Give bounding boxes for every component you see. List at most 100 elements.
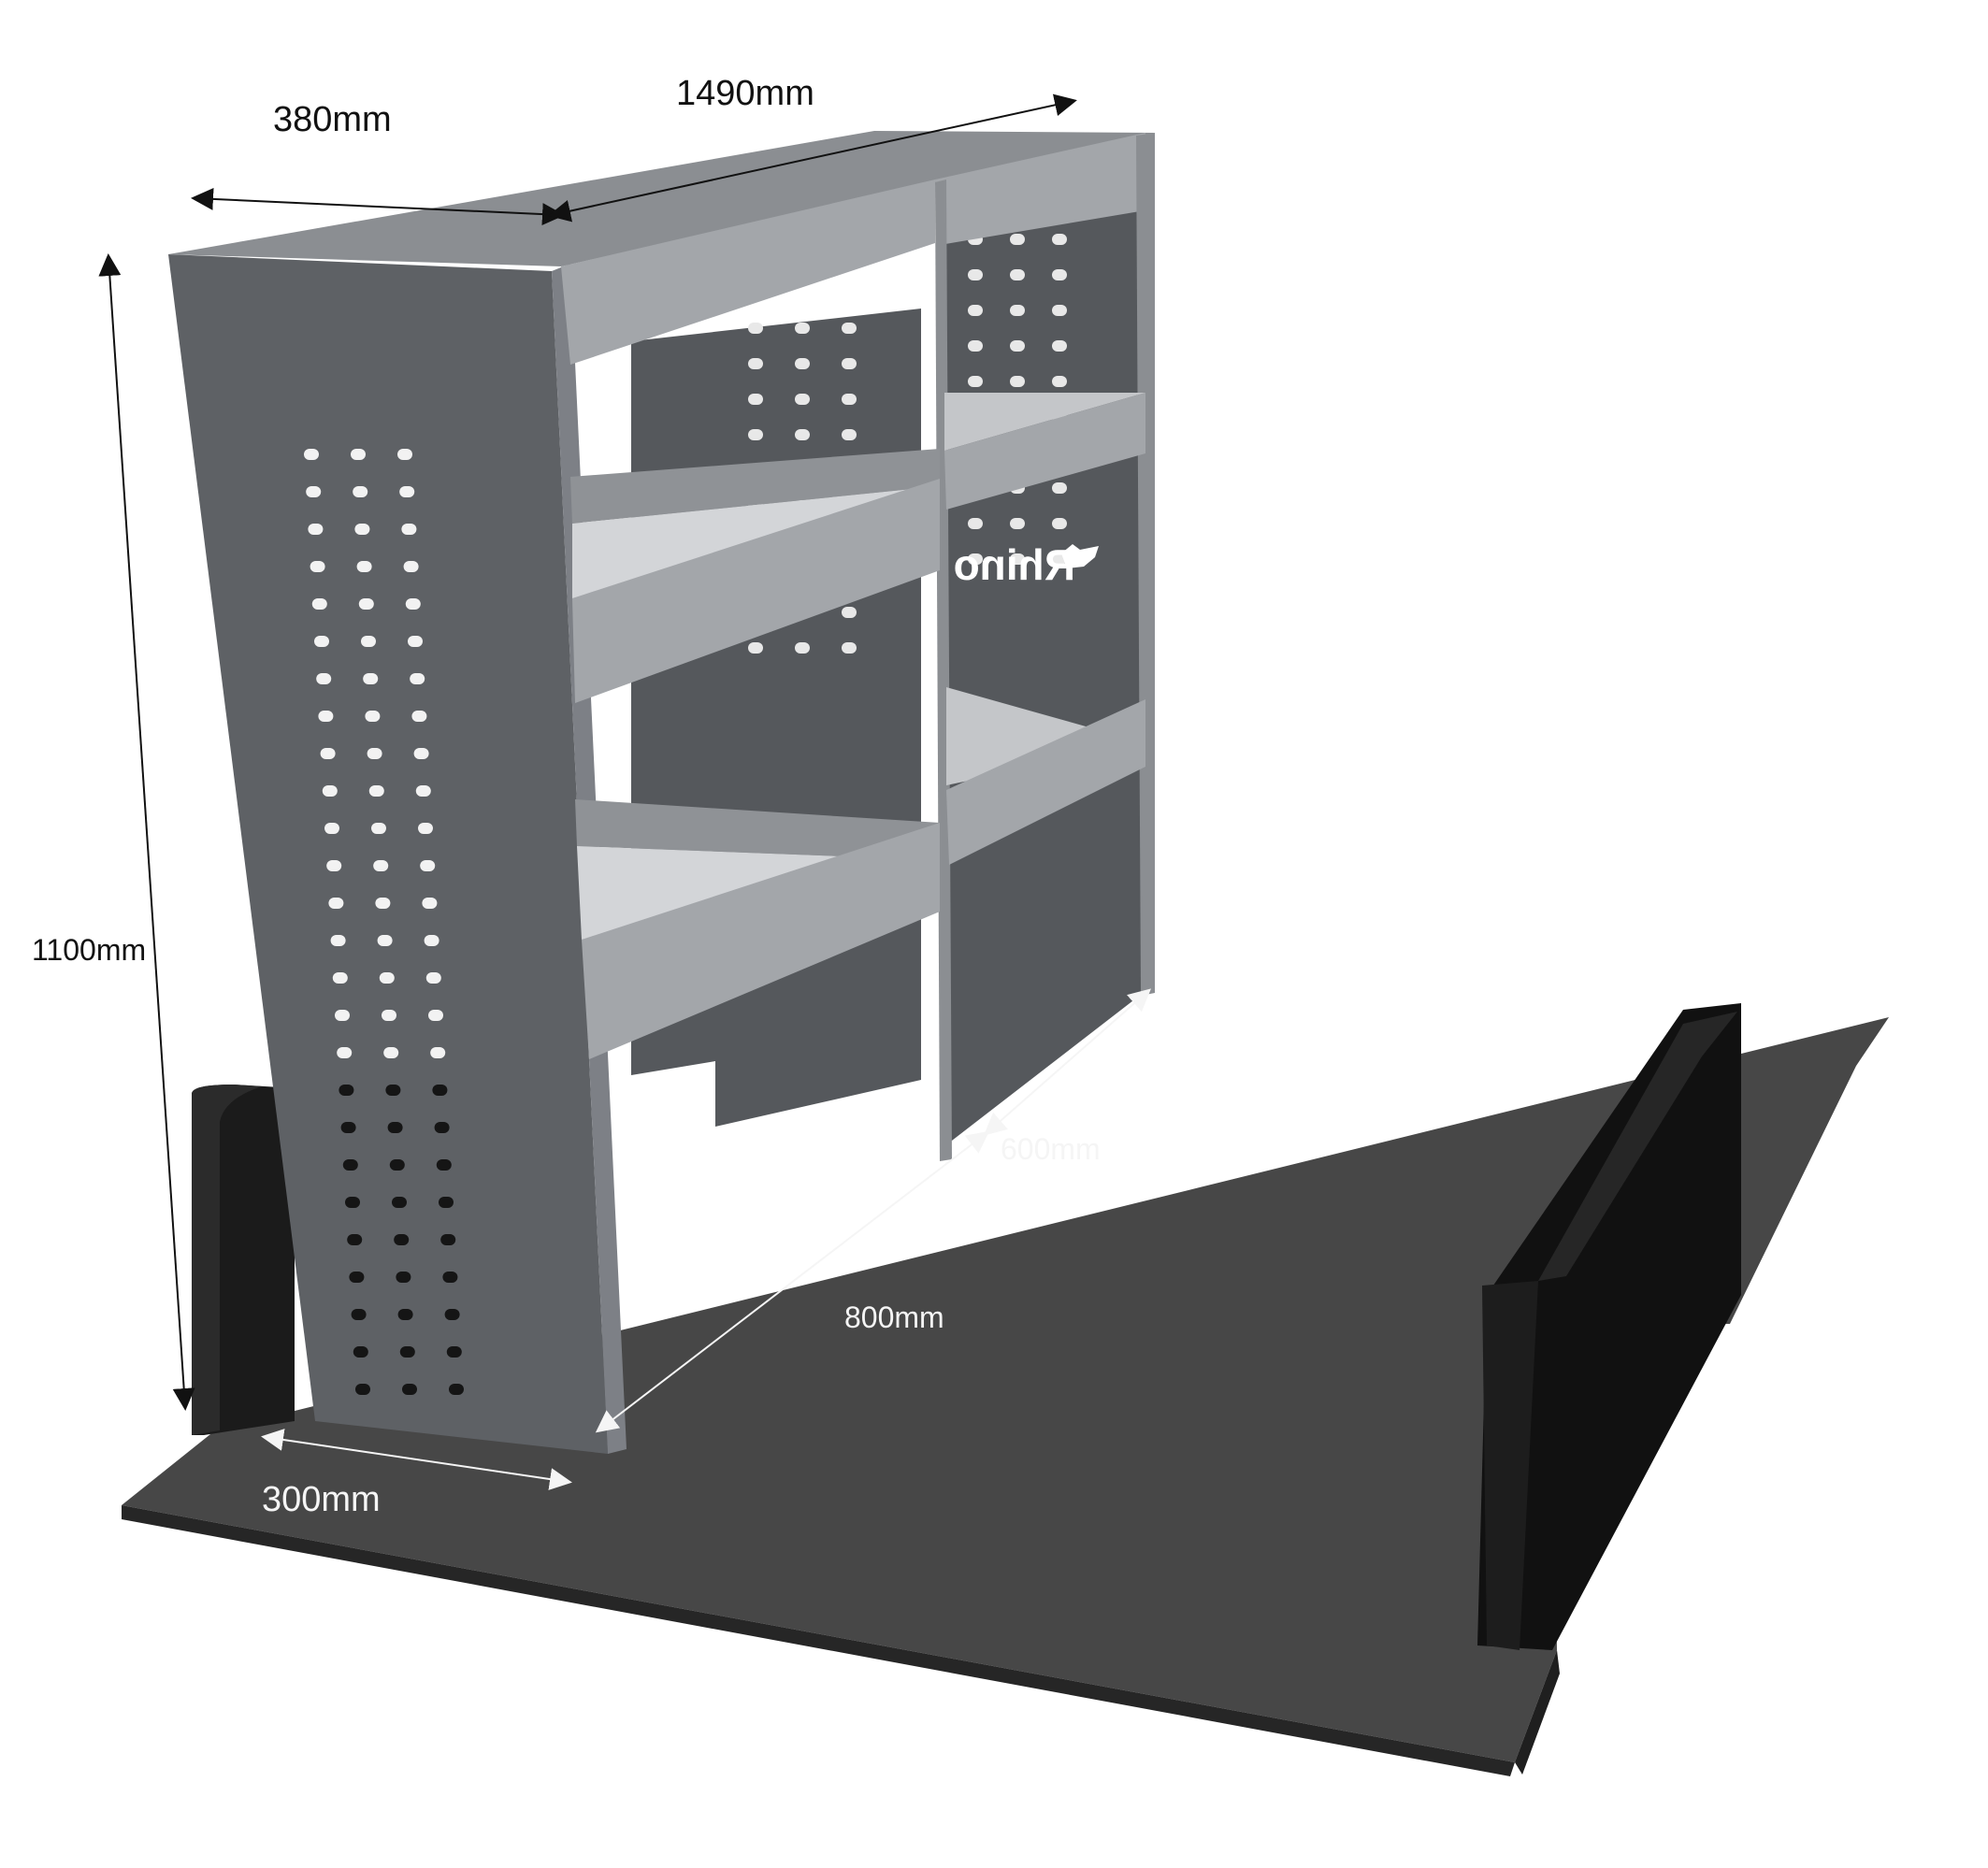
label-top-depth: 380mm [273,100,392,139]
perforation-hole [394,1234,410,1245]
perforation-hole [842,358,857,369]
perforation-hole [795,358,810,369]
dim-line-top-depth [191,187,565,226]
perforation-hole [968,518,983,529]
perforation-hole [748,323,763,334]
perforation-hole [389,1159,405,1171]
left-wheel-arch [192,1085,295,1435]
perforation-hole [430,1047,446,1058]
perforation-hole [383,1047,399,1058]
perforation-hole [410,673,425,684]
van-floor [122,1017,1889,1776]
perforation-hole [420,860,436,871]
rhino-logo: Rhino [954,540,1099,589]
shelf-top-back [570,449,940,524]
perforation-hole [1010,305,1025,316]
label-bottom-depth: 300mm [262,1480,381,1519]
perforation-hole [1010,518,1025,529]
perforation-hole [418,823,433,834]
label-height: 1100mm [32,933,146,967]
perforation-hole [326,860,342,871]
perforation-hole [842,607,857,618]
right-wheel-arch [1477,1003,1741,1650]
perforation-hole [401,524,417,535]
dimension-lines [98,93,1152,1490]
perforation-hole [342,1159,358,1171]
perforation-hole [748,642,763,654]
perforation-hole [385,1085,401,1096]
perforation-hole [399,486,415,497]
left-end-panel-holes-light [304,449,446,1058]
perforation-hole [1052,234,1067,245]
perforation-hole [444,1309,460,1320]
perforation-hole [842,429,857,440]
perforation-hole [351,1309,367,1320]
racking-unit [168,131,1155,1454]
perforation-hole [320,748,336,759]
perforation-hole [355,1384,370,1395]
shelf-top-lip-right [944,393,1145,510]
perforation-hole [413,748,429,759]
perforation-hole [795,642,810,654]
perforation-hole [795,429,810,440]
perforation-hole [358,598,374,610]
perforation-hole [332,972,348,984]
perforation-hole [318,711,334,722]
perforation-hole [405,598,421,610]
perforation-hole [1010,553,1025,565]
perforation-hole [345,1197,360,1208]
perforation-hole [795,394,810,405]
perforation-hole [371,823,386,834]
perforation-hole [349,1272,365,1283]
perforation-hole [402,1384,417,1395]
perforation-hole [356,561,372,572]
svg-text:Rhino: Rhino [954,540,1075,589]
perforation-hole [408,636,423,647]
perforation-hole [363,673,379,684]
perforation-hole [347,1234,363,1245]
perforation-hole [842,642,857,654]
perforation-hole [314,636,329,647]
perforation-hole [354,524,370,535]
perforation-hole [434,1122,450,1133]
dim-line-top-length [548,93,1077,223]
perforation-hole [968,376,983,387]
right-upright [1136,133,1155,996]
perforation-hole [411,711,427,722]
perforation-hole [1052,482,1067,494]
perforation-hole [377,935,393,946]
perforation-hole [322,785,338,797]
perforation-hole [968,553,983,565]
perforation-hole [748,429,763,440]
perforation-hole [446,1346,462,1358]
perforation-hole [436,1159,452,1171]
perforation-hole [1010,376,1025,387]
perforation-hole [368,785,384,797]
perforation-hole [424,935,439,946]
perforation-hole [375,898,391,909]
perforation-hole [449,1384,464,1395]
label-floor-length: 800mm [844,1300,944,1334]
perforation-hole [353,1346,368,1358]
perforation-hole [968,340,983,352]
perforation-hole [308,524,324,535]
dim-line-height [98,253,195,1411]
dim-line-mid-depth [983,988,1152,1136]
perforation-hole [440,1234,456,1245]
perforation-hole [311,598,327,610]
perforation-hole [324,823,339,834]
perforation-hole [1052,376,1067,387]
label-mid-depth: 600mm [1001,1132,1101,1166]
perforation-hole [351,449,366,460]
perforation-hole [397,449,412,460]
perforation-hole [397,1309,413,1320]
perforation-hole [335,1010,350,1021]
perforation-hole [425,972,441,984]
top-front-rail [561,180,935,365]
perforation-hole [306,486,322,497]
perforation-hole [1010,269,1025,280]
perforation-hole [842,323,857,334]
dim-line-floor-length [595,1130,990,1433]
perforation-hole [422,898,438,909]
perforation-hole [428,1010,443,1021]
